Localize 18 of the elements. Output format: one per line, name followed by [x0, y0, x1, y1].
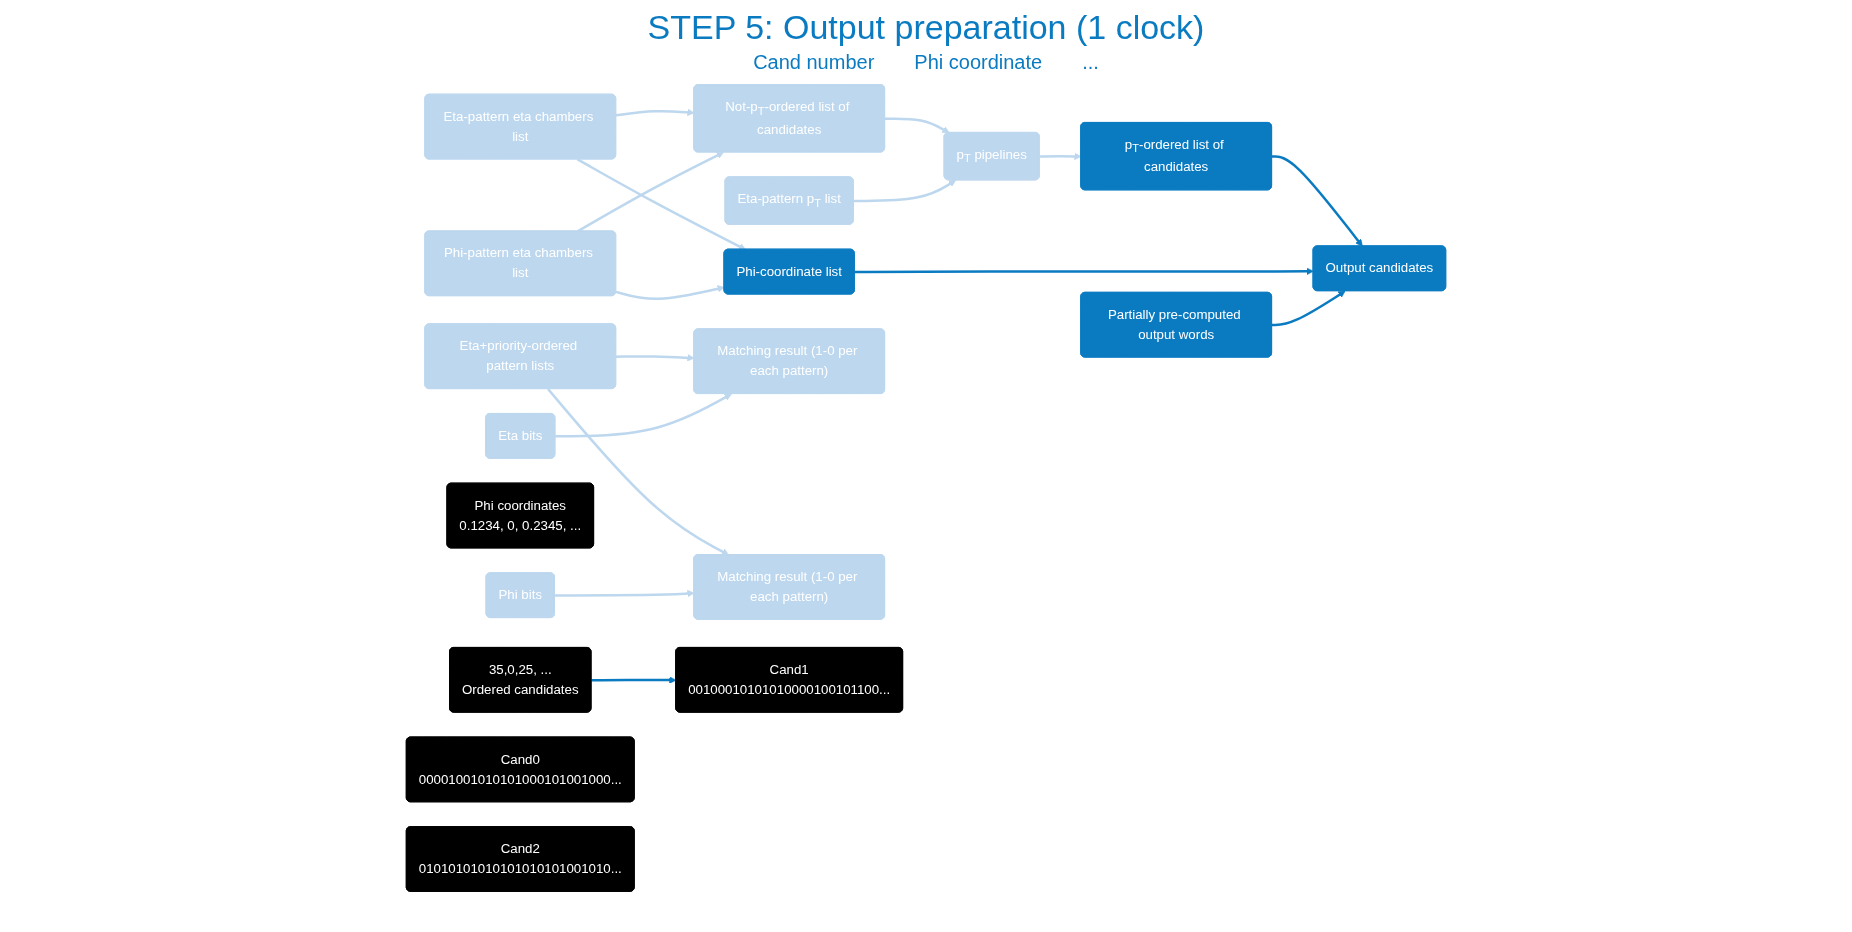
arrow — [853, 179, 956, 203]
arrow — [554, 589, 695, 598]
arrow — [1271, 155, 1363, 247]
arrow — [615, 285, 725, 301]
annotation-text: Cand number — [753, 51, 875, 74]
arrow — [616, 354, 695, 362]
diagram-title: STEP 5: Output preparation (1 clock) — [646, 8, 1206, 47]
arrow — [1271, 290, 1346, 327]
arrow — [615, 108, 695, 117]
arrow — [1039, 152, 1082, 161]
annotation-text: Phi coordinate — [914, 51, 1043, 74]
annotation-text: ... — [1082, 51, 1099, 74]
arrow — [547, 388, 730, 556]
arrow — [591, 676, 677, 684]
arrow — [885, 117, 950, 134]
arrow — [555, 393, 732, 438]
arrow — [576, 158, 746, 250]
arrow — [854, 267, 1314, 275]
